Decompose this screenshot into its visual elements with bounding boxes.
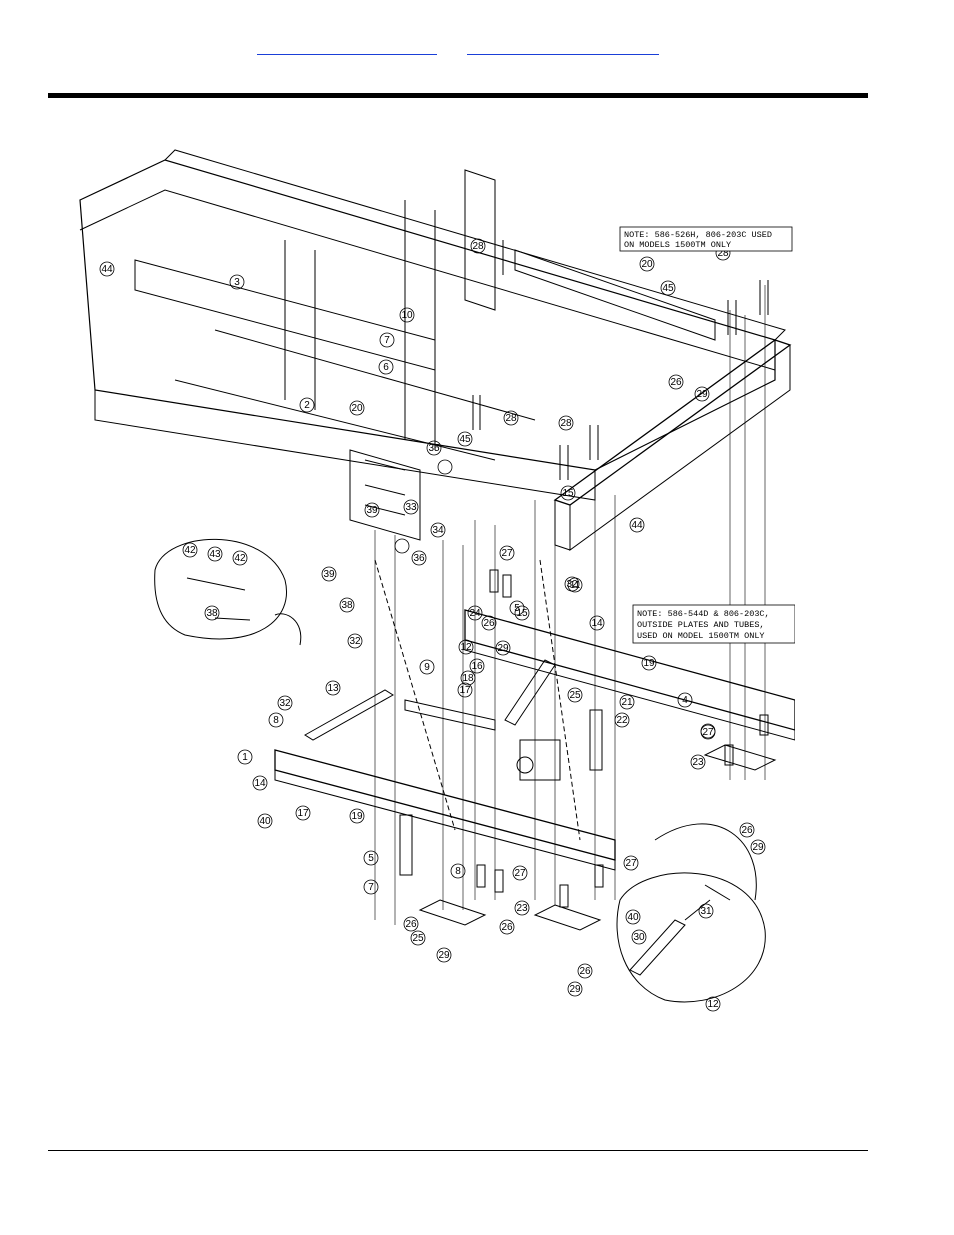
callout-27: 27 bbox=[501, 548, 513, 559]
parts-diagram-svg: 44 3 10 7 6 2 20 28 20 45 28 26 29 28 28… bbox=[79, 149, 796, 1012]
callout-21: 21 bbox=[621, 697, 633, 708]
callout-36: 36 bbox=[413, 553, 425, 564]
callout-40: 40 bbox=[627, 912, 639, 923]
callout-15b: 15 bbox=[516, 608, 528, 619]
callout-38b: 38 bbox=[206, 608, 218, 619]
callout-10: 10 bbox=[401, 310, 413, 321]
callout-42: 42 bbox=[184, 545, 196, 556]
callout-12: 12 bbox=[460, 642, 472, 653]
callout-43: 43 bbox=[209, 549, 221, 560]
callout-30: 30 bbox=[633, 932, 645, 943]
note-2-line-2: OUTSIDE PLATES AND TUBES, bbox=[637, 620, 765, 630]
callout-27b: 27 bbox=[702, 727, 714, 738]
callout-27c: 27 bbox=[514, 868, 526, 879]
callout-1: 1 bbox=[242, 752, 248, 763]
parts-diagram: 44 3 10 7 6 2 20 28 20 45 28 26 29 28 28… bbox=[75, 140, 796, 1080]
callout-29b: 29 bbox=[752, 842, 764, 853]
callout-3: 3 bbox=[234, 277, 240, 288]
callout-27d: 27 bbox=[625, 858, 637, 869]
callout-16: 16 bbox=[471, 661, 483, 672]
note-box-2: NOTE: 586-544D & 806-203C, OUTSIDE PLATE… bbox=[632, 604, 796, 644]
note-2-line-1: NOTE: 586-544D & 806-203C, bbox=[637, 609, 770, 619]
note-1-line-2: ON MODELS 1500TM ONLY bbox=[624, 240, 731, 250]
callout-44b: 44 bbox=[631, 520, 643, 531]
callout-45: 45 bbox=[662, 283, 674, 294]
header-link-1[interactable] bbox=[257, 44, 437, 55]
callout-42b: 42 bbox=[234, 553, 246, 564]
callout-29c: 29 bbox=[497, 643, 509, 654]
callout-20: 20 bbox=[351, 403, 363, 414]
callout-26f: 26 bbox=[579, 966, 591, 977]
callout-22: 22 bbox=[616, 715, 628, 726]
callout-23: 23 bbox=[692, 757, 704, 768]
callout-28d: 28 bbox=[560, 418, 572, 429]
callout-12b: 12 bbox=[707, 999, 719, 1010]
callout-24: 24 bbox=[469, 608, 481, 619]
callout-32c: 32 bbox=[566, 579, 578, 590]
callout-28c: 28 bbox=[505, 413, 517, 424]
callout-26d: 26 bbox=[405, 919, 417, 930]
callout-5b: 5 bbox=[368, 853, 374, 864]
callouts bbox=[99, 238, 766, 855]
callout-8: 8 bbox=[273, 715, 279, 726]
note-1-line-1: NOTE: 586-526H, 806-203C USED bbox=[624, 230, 772, 240]
callout-6: 6 bbox=[383, 362, 389, 373]
callout-15: 15 bbox=[562, 488, 574, 499]
callout-18: 18 bbox=[462, 673, 474, 684]
callout-39b: 39 bbox=[323, 569, 335, 580]
callout-38: 38 bbox=[341, 600, 353, 611]
callout-4: 4 bbox=[682, 695, 688, 706]
callout-26: 26 bbox=[670, 377, 682, 388]
callout-9: 9 bbox=[424, 662, 430, 673]
callout-26e: 26 bbox=[501, 922, 513, 933]
callout-8b: 8 bbox=[455, 866, 461, 877]
callout-39: 39 bbox=[366, 505, 378, 516]
callout-28b: 28 bbox=[717, 248, 729, 259]
callout-45b: 45 bbox=[459, 434, 471, 445]
callout-7: 7 bbox=[384, 335, 390, 346]
callout-32: 32 bbox=[349, 636, 361, 647]
callout-44: 44 bbox=[101, 264, 113, 275]
callout-20b: 20 bbox=[641, 259, 653, 270]
callout-17b: 17 bbox=[297, 808, 309, 819]
note-box-1: NOTE: 586-526H, 806-203C USED ON MODELS … bbox=[619, 226, 793, 252]
callout-26c: 26 bbox=[483, 618, 495, 629]
callout-11: 11 bbox=[570, 580, 581, 591]
callout-17: 17 bbox=[459, 685, 471, 696]
callout-14b: 14 bbox=[254, 778, 266, 789]
callout-35: 35 bbox=[428, 443, 440, 454]
callout-40b: 40 bbox=[259, 816, 271, 827]
footer-rule bbox=[48, 1150, 868, 1151]
callout-29e: 29 bbox=[569, 984, 581, 995]
callout-19b: 19 bbox=[351, 811, 363, 822]
header-rule bbox=[48, 93, 868, 98]
callout-23b: 23 bbox=[516, 903, 528, 914]
callout-28: 28 bbox=[472, 241, 484, 252]
callout-25b: 25 bbox=[412, 933, 424, 944]
header-link-2[interactable] bbox=[467, 44, 659, 55]
note-2-line-3: USED ON MODEL 1500TM ONLY bbox=[637, 631, 765, 641]
callout-26b: 26 bbox=[741, 825, 753, 836]
callout-32b: 32 bbox=[279, 698, 291, 709]
callout-34: 34 bbox=[432, 525, 444, 536]
callout-7b: 7 bbox=[368, 882, 374, 893]
callout-14: 14 bbox=[591, 618, 603, 629]
callout-29: 29 bbox=[696, 389, 708, 400]
callout-5: 5 bbox=[514, 603, 520, 614]
callout-33: 33 bbox=[405, 502, 417, 513]
callout-31: 31 bbox=[700, 906, 712, 917]
callout-2: 2 bbox=[304, 400, 310, 411]
callout-29d: 29 bbox=[438, 950, 450, 961]
callout-13: 13 bbox=[327, 683, 339, 694]
callout-25: 25 bbox=[569, 690, 581, 701]
callout-19: 19 bbox=[643, 658, 655, 669]
